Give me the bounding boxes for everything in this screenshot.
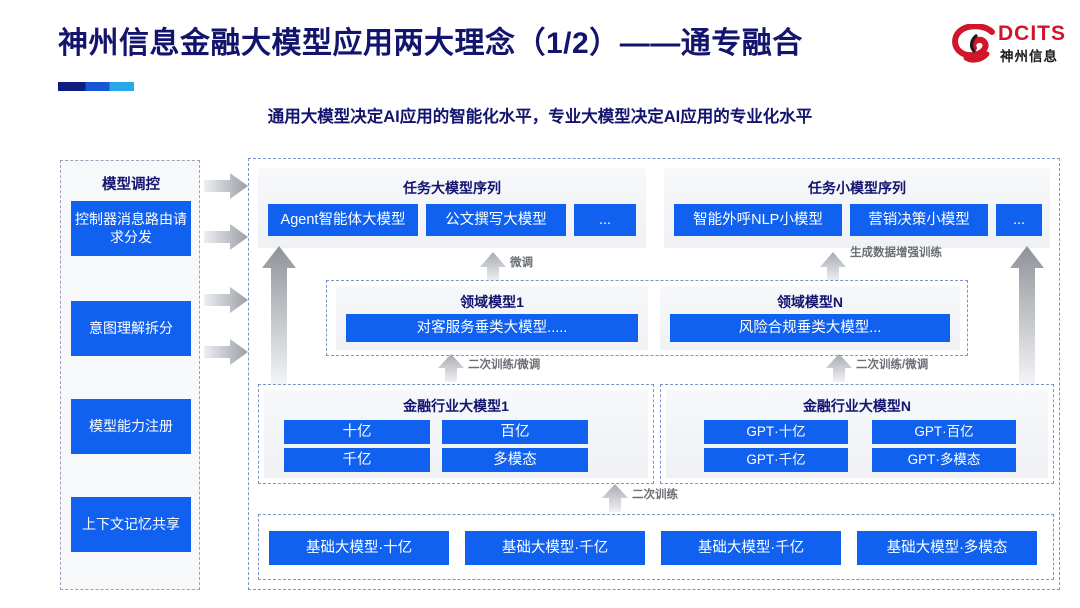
sidebar-item-intent-parsing[interactable]: 意图理解拆分 (71, 301, 191, 356)
task-small-model-title: 任务小模型序列 (808, 180, 906, 196)
flow-arrow-up-data-augment (820, 252, 846, 282)
chip-foundation-multimodal[interactable]: 基础大模型·多模态 (857, 531, 1037, 565)
sidebar-item-capability-registry[interactable]: 模型能力注册 (71, 399, 191, 454)
chip-foundation-billion[interactable]: 基础大模型·十亿 (269, 531, 449, 565)
sidebar-title: 模型调控 (102, 177, 160, 193)
chip-risk-compliance-vertical-model[interactable]: 风险合规垂类大模型... (670, 314, 950, 342)
label-data-augment: 生成数据增强训练 (850, 247, 942, 259)
domain-model-1-panel: 领域模型1 对客服务垂类大模型..... (336, 286, 648, 350)
chip-customer-service-vertical-model[interactable]: 对客服务垂类大模型..... (346, 314, 638, 342)
chip-document-writing-model[interactable]: 公文撰写大模型 (426, 204, 566, 236)
chip-foundation-hundred-billion[interactable]: 基础大模型·千亿 (465, 531, 645, 565)
domain-model-n-panel: 领域模型N 风险合规垂类大模型... (660, 286, 960, 350)
task-large-model-title: 任务大模型序列 (403, 180, 501, 196)
page-title: 神州信息金融大模型应用两大理念（1/2）——通专融合 (58, 27, 803, 60)
industry-model-n-title: 金融行业大模型N (802, 398, 912, 414)
label-retrain-finetune-right: 二次训练/微调 (856, 359, 929, 371)
model-control-panel: 模型调控 控制器消息路由请求分发 意图理解拆分 模型能力注册 上下文记忆共享 (60, 160, 200, 590)
flow-arrow-up-retrain-finetune-left (438, 354, 464, 382)
flow-arrow-up-finetune (480, 252, 506, 282)
industry-model-n-panel: 金融行业大模型N GPT·十亿 GPT·百亿 GPT·千亿 GPT·多模态 (666, 390, 1048, 478)
foundation-model-container: 基础大模型·十亿 基础大模型·千亿 基础大模型·千亿 基础大模型·多模态 (258, 514, 1054, 580)
chip-ind1-hundred-billion[interactable]: 千亿 (284, 448, 430, 472)
flow-arrow-up-right-tall (1010, 246, 1044, 384)
label-finetune: 微调 (510, 257, 533, 269)
flow-arrow-right-1 (204, 173, 248, 199)
chip-outbound-nlp-model[interactable]: 智能外呼NLP小模型 (674, 204, 842, 236)
chip-marketing-decision-model[interactable]: 营销决策小模型 (850, 204, 988, 236)
task-small-model-panel: 任务小模型序列 智能外呼NLP小模型 营销决策小模型 ... (664, 168, 1050, 248)
flow-arrow-up-left-tall (262, 246, 296, 384)
chip-task-large-more[interactable]: ... (574, 204, 636, 236)
logo-text-cn: 神州信息 (1000, 49, 1058, 64)
chip-indn-gpt-multimodal[interactable]: GPT·多模态 (872, 448, 1016, 472)
flow-arrow-up-retrain (602, 484, 628, 512)
chip-agent-model[interactable]: Agent智能体大模型 (268, 204, 418, 236)
chip-ind1-billion[interactable]: 十亿 (284, 420, 430, 444)
company-logo: DCITS 神州信息 (952, 20, 1072, 74)
chip-task-small-more[interactable]: ... (996, 204, 1042, 236)
flow-arrow-right-3 (204, 287, 248, 313)
dcits-swirl-icon (952, 24, 995, 63)
chip-indn-gpt-billion[interactable]: GPT·十亿 (704, 420, 848, 444)
chip-ind1-ten-billion[interactable]: 百亿 (442, 420, 588, 444)
domain-model-n-title: 领域模型N (776, 294, 844, 310)
domain-model-1-title: 领域模型1 (460, 294, 524, 310)
logo-text-en: DCITS (998, 22, 1066, 45)
chip-ind1-multimodal[interactable]: 多模态 (442, 448, 588, 472)
label-retrain-finetune-left: 二次训练/微调 (468, 359, 541, 371)
label-retrain: 二次训练 (632, 489, 678, 501)
flow-arrow-up-retrain-finetune-right (826, 354, 852, 382)
flow-arrow-right-2 (204, 224, 248, 250)
industry-model-1-panel: 金融行业大模型1 十亿 百亿 千亿 多模态 (264, 390, 648, 478)
chip-indn-gpt-hundred-billion[interactable]: GPT·千亿 (704, 448, 848, 472)
chip-indn-gpt-ten-billion[interactable]: GPT·百亿 (872, 420, 1016, 444)
flow-arrow-right-4 (204, 339, 248, 365)
sidebar-item-context-memory[interactable]: 上下文记忆共享 (71, 497, 191, 552)
industry-model-1-title: 金融行业大模型1 (403, 398, 509, 414)
chip-foundation-hundred-billion-2[interactable]: 基础大模型·千亿 (661, 531, 841, 565)
sidebar-item-controller-routing[interactable]: 控制器消息路由请求分发 (71, 201, 191, 256)
page-subtitle: 通用大模型决定AI应用的智能化水平，专业大模型决定AI应用的专业化水平 (267, 108, 813, 126)
title-underline-accent (58, 82, 134, 91)
task-large-model-panel: 任务大模型序列 Agent智能体大模型 公文撰写大模型 ... (258, 168, 646, 248)
